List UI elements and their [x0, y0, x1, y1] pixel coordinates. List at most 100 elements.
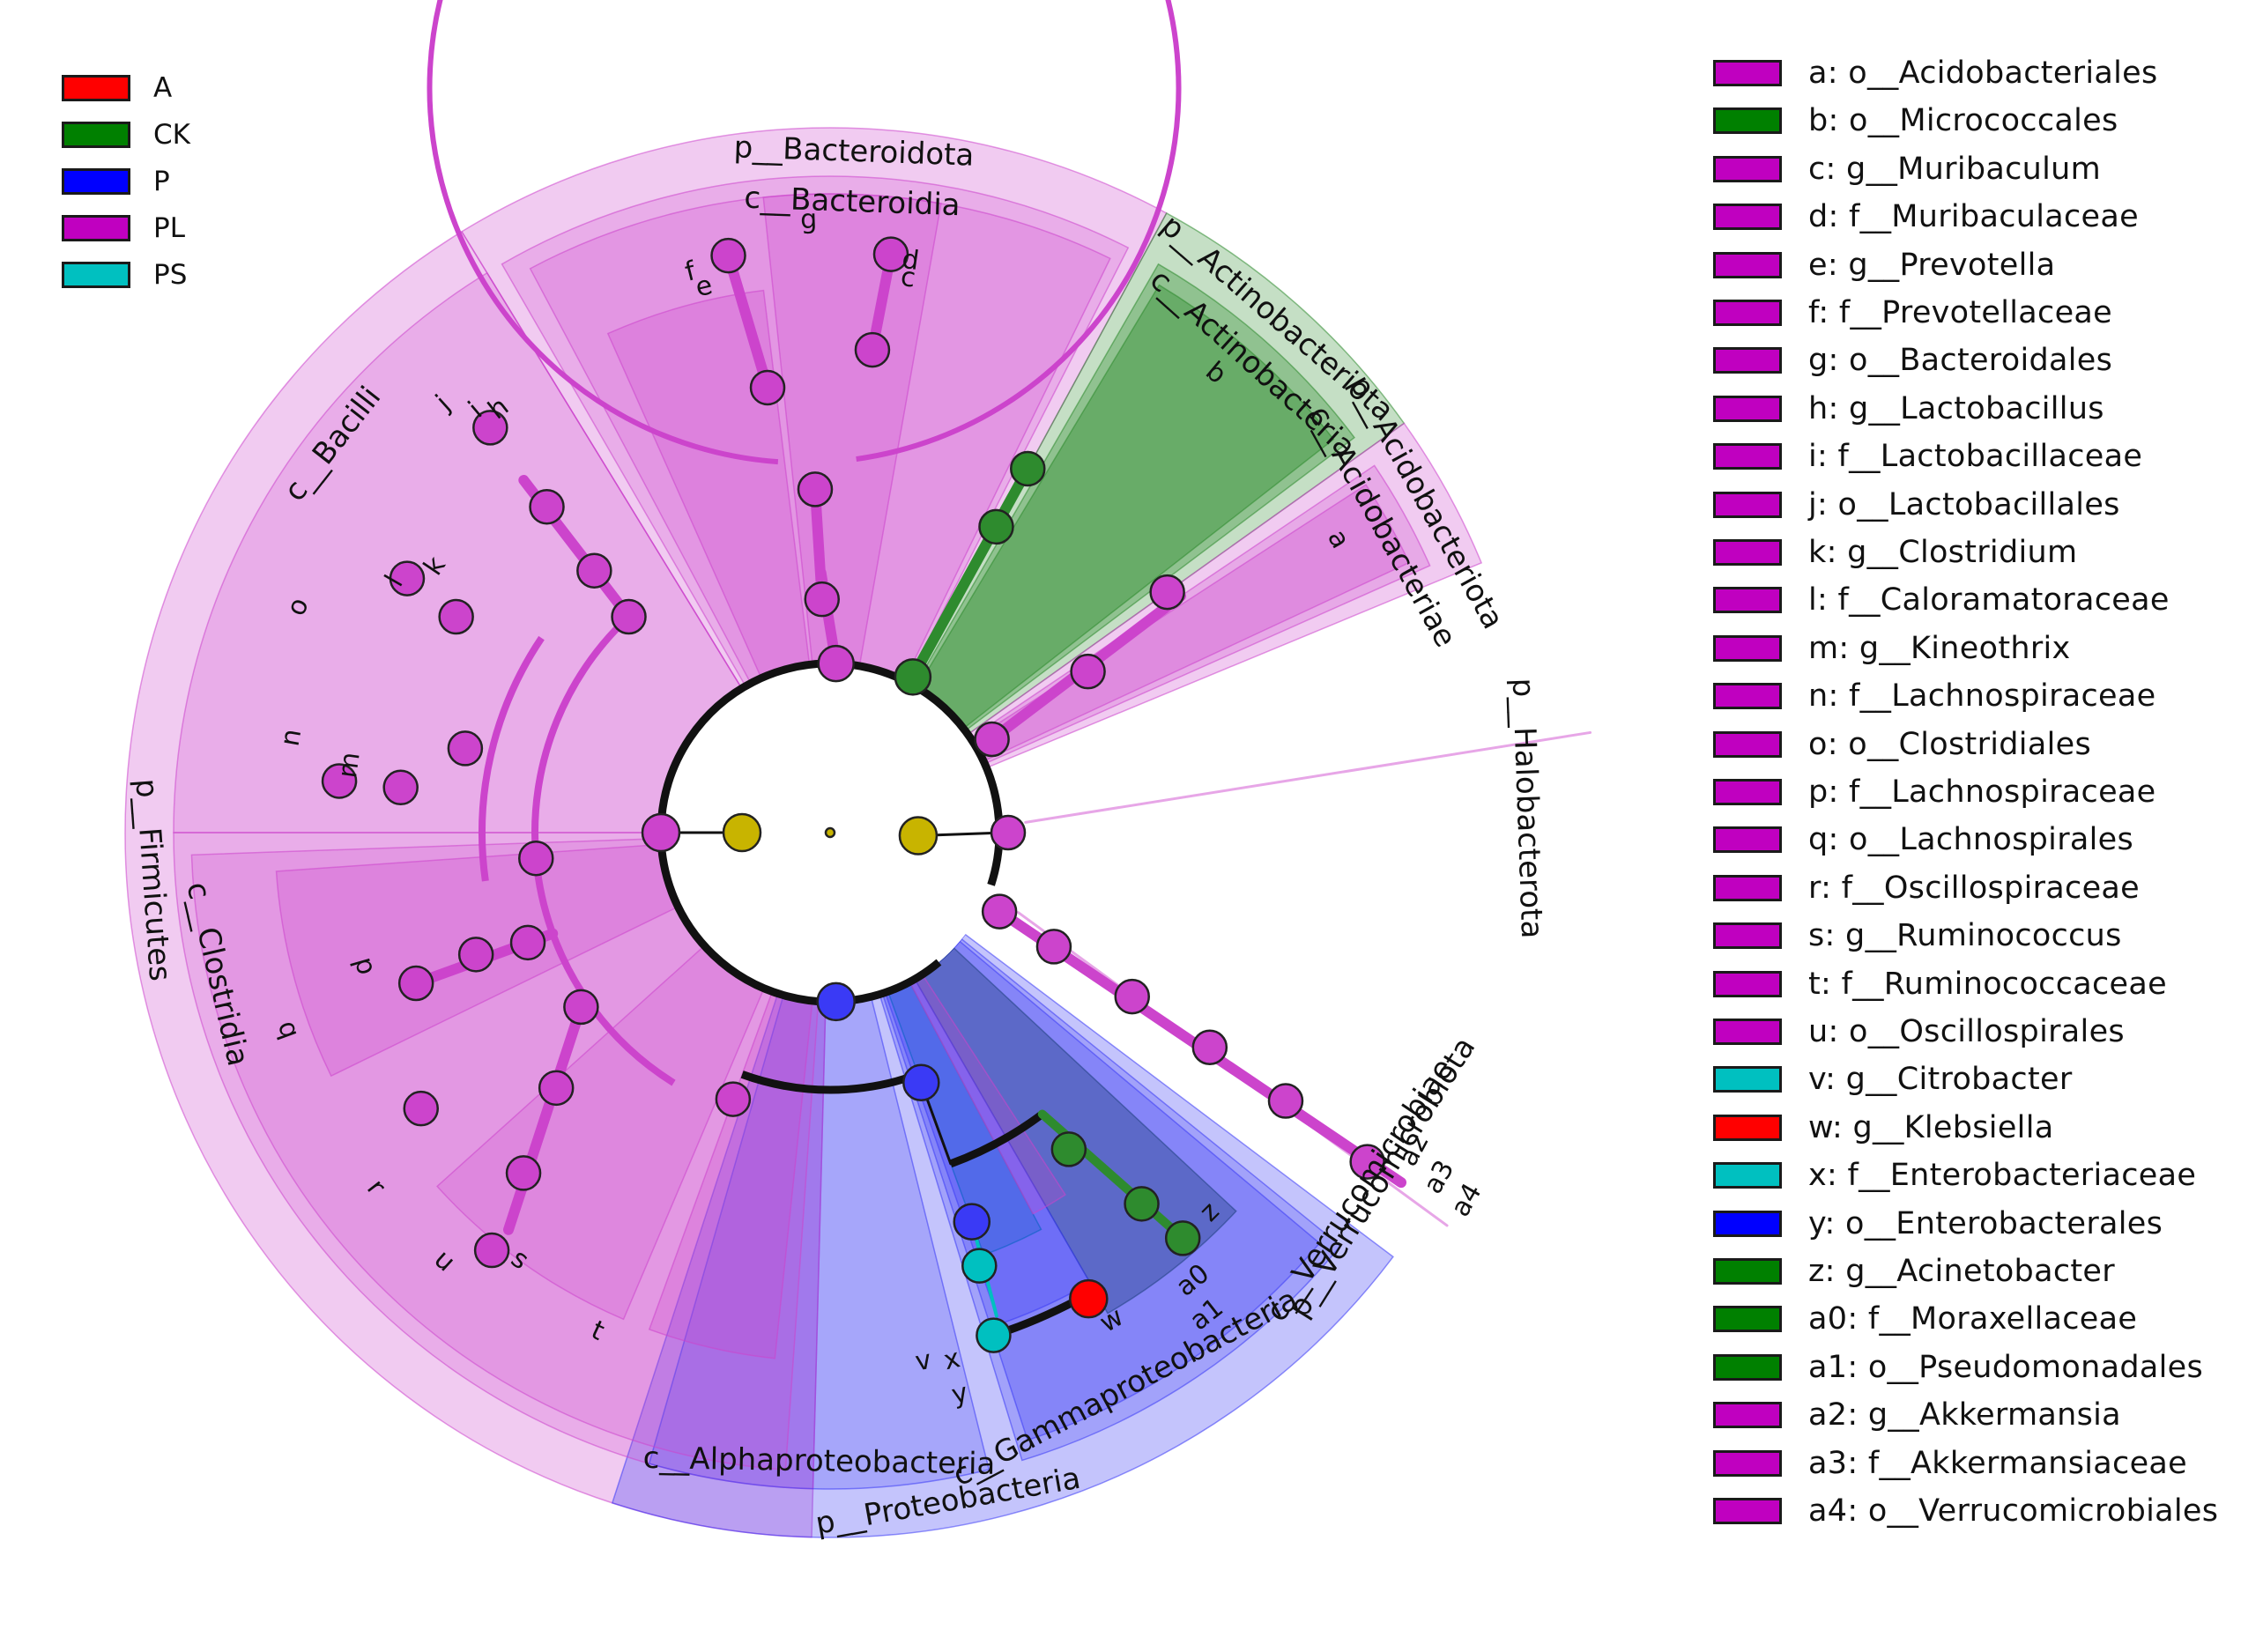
node-enterobacterales — [953, 1203, 991, 1241]
group-legend-item-ck: CK — [62, 119, 190, 151]
legend-swatch — [1713, 634, 1782, 662]
legend-label: i: f__Lactobacillaceae — [1808, 439, 2143, 475]
label-clade-letter: d — [900, 244, 921, 277]
taxa-legend-item: i: f__Lactobacillaceae — [1713, 439, 2142, 474]
arc-proteobacteria — [740, 1070, 920, 1094]
node-verrucomicrobiales — [1114, 978, 1150, 1015]
legend-label: p: f__Lachnospiraceae — [1808, 774, 2156, 810]
legend-label: a2: g__Akkermansia — [1808, 1397, 2121, 1433]
legend-label: u: o__Oscillospirales — [1808, 1014, 2125, 1049]
taxa-legend-item: o: o__Clostridiales — [1713, 727, 2091, 762]
legend-swatch — [1713, 1162, 1782, 1189]
legend-swatch — [1713, 1449, 1782, 1477]
group-legend-item-pl: PL — [62, 212, 185, 244]
branch-prevotella — [723, 250, 774, 393]
taxa-legend-item: a2: g__Akkermansia — [1713, 1397, 2121, 1433]
legend-swatch — [1713, 1210, 1782, 1237]
node-clostridium — [389, 560, 426, 596]
legend-swatch — [62, 215, 130, 241]
legend-swatch — [1713, 1306, 1782, 1333]
legend-swatch — [62, 262, 130, 288]
legend-label: h: g__Lactobacillus — [1808, 390, 2104, 426]
legend-label: v: g__Citrobacter — [1808, 1062, 2073, 1098]
node-ruminococcaceae — [505, 1155, 542, 1191]
taxa-legend-item: b: o__Micrococcales — [1713, 103, 2118, 138]
node-citrobacter — [976, 1317, 1012, 1353]
legend-label: t: f__Ruminococcaceae — [1808, 966, 2167, 1002]
node-akkermansiaceae — [1191, 1029, 1228, 1065]
legend-swatch — [1713, 1019, 1782, 1045]
node-bacilli — [611, 598, 647, 635]
legend-label: o: o__Clostridiales — [1808, 726, 2091, 762]
taxa-legend-item: a0: f__Moraxellaceae — [1713, 1301, 2137, 1337]
taxa-legend-item: w: g__Klebsiella — [1713, 1110, 2053, 1145]
legend-swatch — [1713, 1114, 1782, 1141]
legend-label: a0: f__Moraxellaceae — [1808, 1301, 2138, 1337]
node-acinetobacter — [1164, 1220, 1201, 1256]
legend-swatch — [62, 75, 130, 101]
node-akkermansia — [1349, 1144, 1385, 1180]
legend-swatch — [1713, 204, 1782, 231]
label-class: c__Bacteroidia — [744, 181, 961, 224]
node-actinobacteria — [978, 508, 1014, 545]
taxa-legend-item: c: g__Muribaculum — [1713, 152, 2101, 187]
legend-swatch — [1713, 300, 1782, 326]
node-lactobacillales — [576, 552, 612, 589]
legend-label: a3: f__Akkermansiaceae — [1808, 1445, 2187, 1481]
tree-nodes — [321, 236, 1385, 1353]
node-lachnospiraceae-n — [382, 769, 419, 806]
legend-label: r: f__Oscillospiraceae — [1808, 870, 2140, 906]
taxa-legend-item: r: f__Oscillospiraceae — [1713, 870, 2140, 906]
legend-label: y: o__Enterobacterales — [1808, 1205, 2163, 1241]
legend-swatch — [1713, 922, 1782, 950]
arc-gamma — [949, 1110, 1045, 1168]
node-lachnospiraceae-tip — [397, 965, 434, 1002]
legend-swatch — [1713, 683, 1782, 710]
legend-label: q: o__Lachnospirales — [1808, 822, 2134, 858]
taxa-legend-item: h: g__Lactobacillus — [1713, 391, 2104, 426]
taxa-legend-item: z: g__Acinetobacter — [1713, 1254, 2115, 1289]
legend-label: a1: o__Pseudomonadales — [1808, 1349, 2204, 1385]
taxa-legend-item: s: g__Ruminococcus — [1713, 918, 2122, 953]
taxa-legend-item: q: o__Lachnospirales — [1713, 822, 2133, 857]
taxa-legend-item: v: g__Citrobacter — [1713, 1062, 2073, 1097]
legend-label: z: g__Acinetobacter — [1808, 1254, 2115, 1289]
branch-oscillospirales — [502, 1001, 587, 1235]
legend-swatch — [1713, 347, 1782, 374]
node-oscillospirales — [563, 989, 599, 1026]
arc-clostridiales — [479, 635, 545, 882]
legend-label: k: g__Clostridium — [1808, 535, 2078, 570]
node-bacteroidia — [804, 581, 841, 618]
taxa-legend-item: l: f__Caloramatoraceae — [1713, 582, 2170, 618]
taxa-legend-item: e: g__Prevotella — [1713, 248, 2055, 283]
taxa-legend-item: k: g__Clostridium — [1713, 535, 2077, 570]
group-legend-item-a: A — [62, 72, 172, 104]
legend-label: s: g__Ruminococcus — [1808, 918, 2122, 954]
legend-swatch — [1713, 107, 1782, 135]
label-class: c__Alphaproteobacteria — [642, 1441, 995, 1482]
node-muribaculaceae — [854, 331, 891, 368]
legend-swatch — [62, 122, 130, 148]
legend-swatch — [1713, 251, 1782, 278]
branch-bacteroidales — [809, 484, 827, 605]
node-firmicutes — [641, 812, 681, 853]
label-phylum: p__Bacteroidota — [733, 130, 975, 173]
label-clade-letter: c — [899, 262, 917, 294]
legend-swatch — [1713, 395, 1782, 422]
legend-label: A — [153, 72, 173, 104]
legend-label: PL — [153, 212, 185, 244]
taxa-legend-item: a4: o__Verrucomicrobiales — [1713, 1493, 2218, 1529]
node-prevotellaceae — [749, 369, 786, 406]
node-akkermansia-mid — [1267, 1083, 1304, 1119]
legend-swatch — [1713, 491, 1782, 518]
legend-label: f: f__Prevotellaceae — [1808, 295, 2112, 330]
archaea-node — [722, 812, 762, 853]
node-enterobacteriaceae — [961, 1248, 998, 1284]
label-clade-letter: v — [913, 1345, 934, 1378]
node-verrucomicrobiae — [1035, 929, 1072, 965]
taxa-legend-item: t: f__Ruminococcaceae — [1713, 967, 2167, 1002]
legend-label: b: o__Micrococcales — [1808, 103, 2118, 139]
node-lachnospiraceae-p — [457, 937, 494, 973]
legend-label: g: o__Bacteroidales — [1808, 343, 2113, 379]
node-halobacterota-tip — [990, 814, 1027, 851]
